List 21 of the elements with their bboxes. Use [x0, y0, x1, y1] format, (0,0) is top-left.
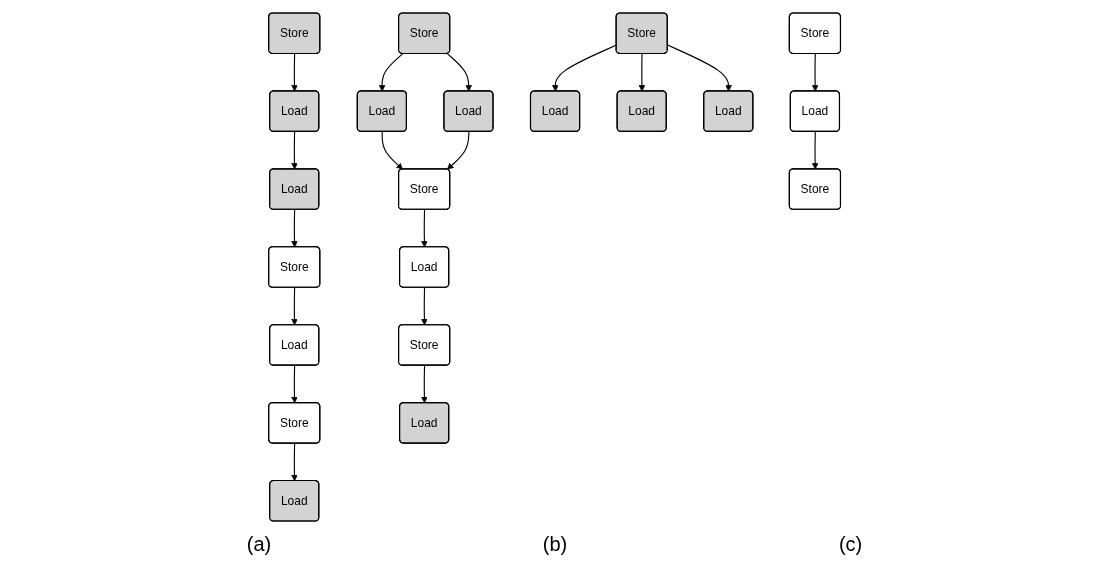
arrow [447, 130, 470, 170]
arrow [291, 442, 298, 481]
panel-label: (a) [246, 533, 272, 557]
arrow [551, 44, 617, 92]
arrow [446, 52, 472, 92]
arrow [378, 52, 404, 92]
arrow [421, 208, 428, 247]
panel-label: (c) [838, 533, 863, 557]
arrow [811, 130, 819, 169]
arrow [291, 286, 298, 325]
arrow [811, 52, 819, 92]
arrow [291, 130, 298, 169]
arrow [291, 208, 298, 247]
arrow [421, 364, 428, 403]
arrow [291, 364, 298, 403]
arrow [638, 52, 646, 92]
arrow [291, 52, 298, 92]
arrow [381, 130, 403, 169]
arrow [421, 286, 428, 325]
panel-label: (b) [542, 533, 568, 557]
arrow [667, 44, 732, 92]
